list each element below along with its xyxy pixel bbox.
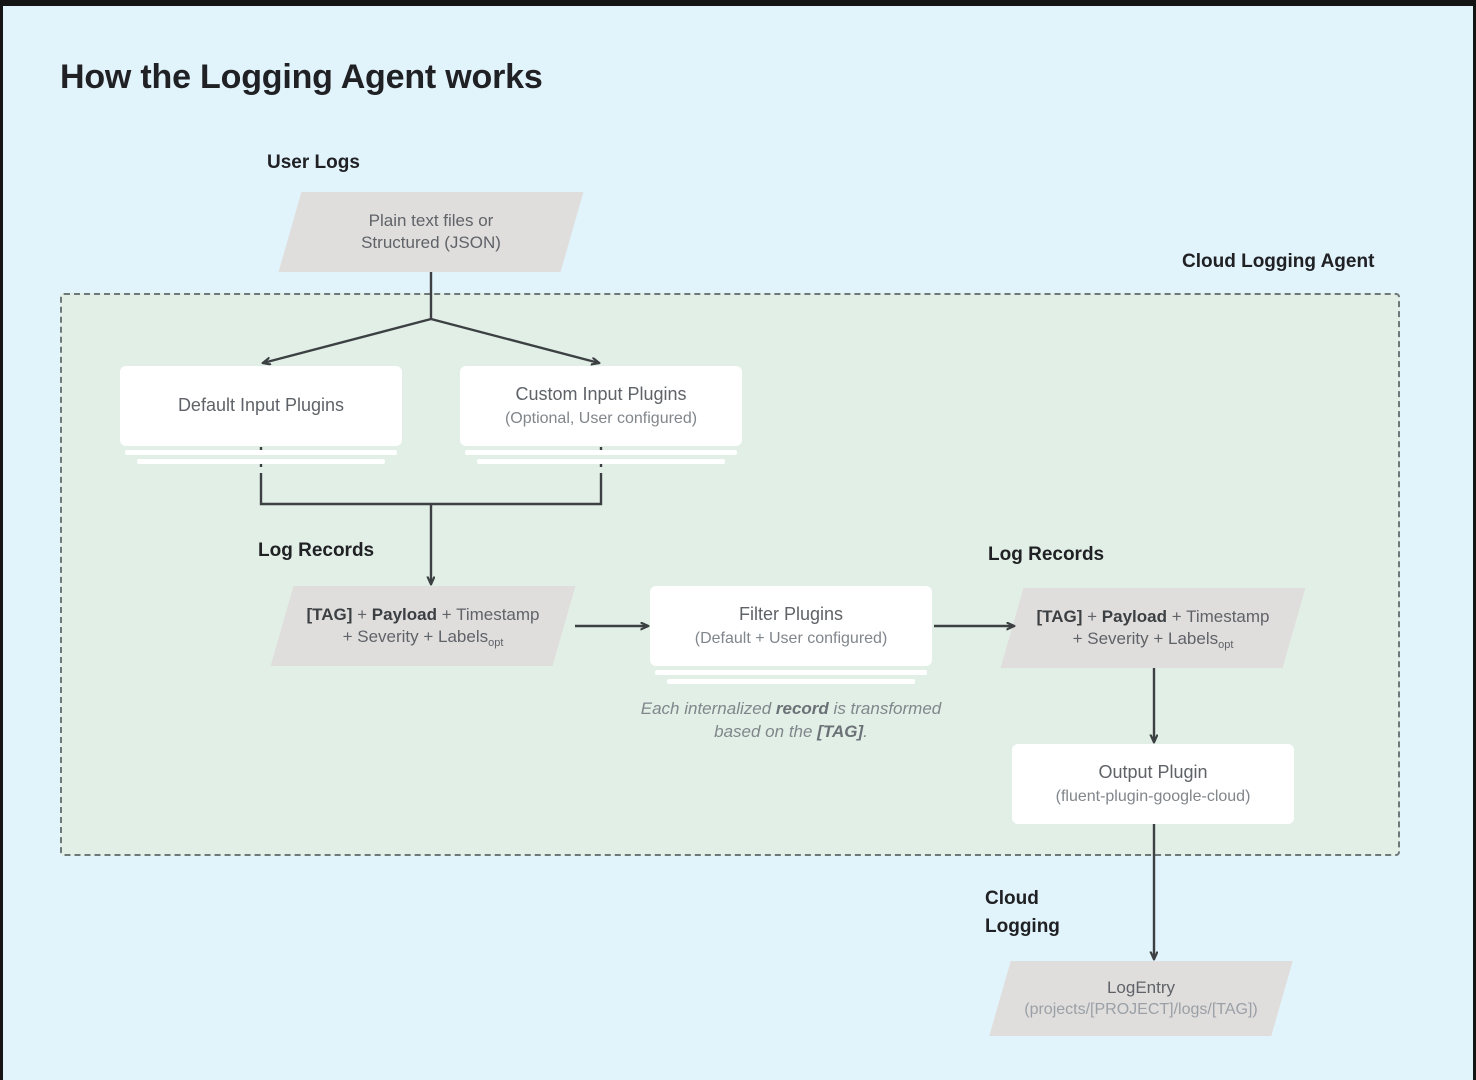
- payload-token: Payload: [371, 604, 437, 624]
- card-stack-layer-2: [667, 679, 915, 684]
- page-title: How the Logging Agent works: [60, 58, 543, 96]
- user-logs-line-1: Plain text files or: [368, 210, 494, 230]
- note-tag-token: [TAG]: [817, 721, 864, 741]
- timestamp-token: + Timestamp: [1167, 606, 1270, 626]
- plus-1: +: [352, 604, 372, 624]
- node-default-input-plugins[interactable]: Default Input Plugins: [120, 366, 402, 464]
- user-logs-line-2: Structured (JSON): [361, 233, 501, 252]
- card-stack-layer-1: [125, 450, 397, 455]
- plus-1: +: [1082, 606, 1102, 626]
- note-part-c: is transformed based on the: [714, 699, 942, 741]
- labels-opt-subscript: opt: [1218, 639, 1234, 651]
- log-record-left-line-2: + Severity + Labelsopt: [342, 626, 504, 649]
- node-log-record-left: [TAG] + Payload + Timestamp + Severity +…: [270, 586, 576, 666]
- note-part-e: .: [863, 721, 868, 741]
- note-record-token: record: [775, 699, 829, 718]
- timestamp-token: + Timestamp: [437, 604, 540, 624]
- transform-note: Each internalized record is transformed …: [634, 698, 948, 744]
- severity-labels-token: + Severity + Labels: [1072, 629, 1219, 648]
- card-stack-layer-1: [465, 450, 737, 455]
- payload-token: Payload: [1101, 606, 1167, 626]
- node-filter-plugins[interactable]: Filter Plugins (Default + User configure…: [650, 586, 932, 684]
- node-log-record-right: [TAG] + Payload + Timestamp + Severity +…: [1000, 588, 1306, 668]
- tag-token: [TAG]: [306, 604, 353, 624]
- note-part-a: Each internalized: [640, 699, 776, 718]
- filter-plugins-subtitle: (Default + User configured): [694, 629, 888, 647]
- card-stack-layer-1: [655, 670, 927, 675]
- card-stack-layer-2: [137, 459, 385, 464]
- card-stack-layer-2: [477, 459, 725, 464]
- labels-opt-subscript: opt: [488, 637, 504, 649]
- node-user-logs-source: Plain text files or Structured (JSON): [278, 192, 584, 272]
- tag-token: [TAG]: [1036, 606, 1083, 626]
- log-entry-title: LogEntry: [1106, 977, 1176, 997]
- custom-input-plugins-subtitle: (Optional, User configured): [504, 409, 698, 427]
- node-custom-input-plugins[interactable]: Custom Input Plugins (Optional, User con…: [460, 366, 742, 464]
- log-entry-subtitle: (projects/[PROJECT]/logs/[TAG]): [1024, 1001, 1258, 1019]
- log-record-right-line-2: + Severity + Labelsopt: [1072, 628, 1234, 651]
- node-log-entry: LogEntry (projects/[PROJECT]/logs/[TAG]): [989, 961, 1293, 1036]
- severity-labels-token: + Severity + Labels: [342, 627, 489, 646]
- custom-input-plugins-title: Custom Input Plugins: [515, 383, 687, 404]
- label-cloud-logging: Cloud Logging: [985, 888, 1060, 937]
- node-output-plugin[interactable]: Output Plugin (fluent-plugin-google-clou…: [1012, 744, 1294, 824]
- default-input-plugins-title: Default Input Plugins: [177, 395, 345, 416]
- label-log-records-right: Log Records: [988, 544, 1105, 565]
- output-plugin-title: Output Plugin: [1098, 761, 1208, 782]
- label-cloud-logging-agent: Cloud Logging Agent: [1182, 251, 1375, 272]
- label-log-records-left: Log Records: [258, 540, 375, 561]
- label-user-logs: User Logs: [267, 152, 360, 173]
- log-record-right-line-1: [TAG] + Payload + Timestamp: [1036, 606, 1269, 628]
- output-plugin-subtitle: (fluent-plugin-google-cloud): [1055, 787, 1251, 805]
- log-record-left-line-1: [TAG] + Payload + Timestamp: [306, 604, 539, 626]
- filter-plugins-title: Filter Plugins: [738, 603, 844, 624]
